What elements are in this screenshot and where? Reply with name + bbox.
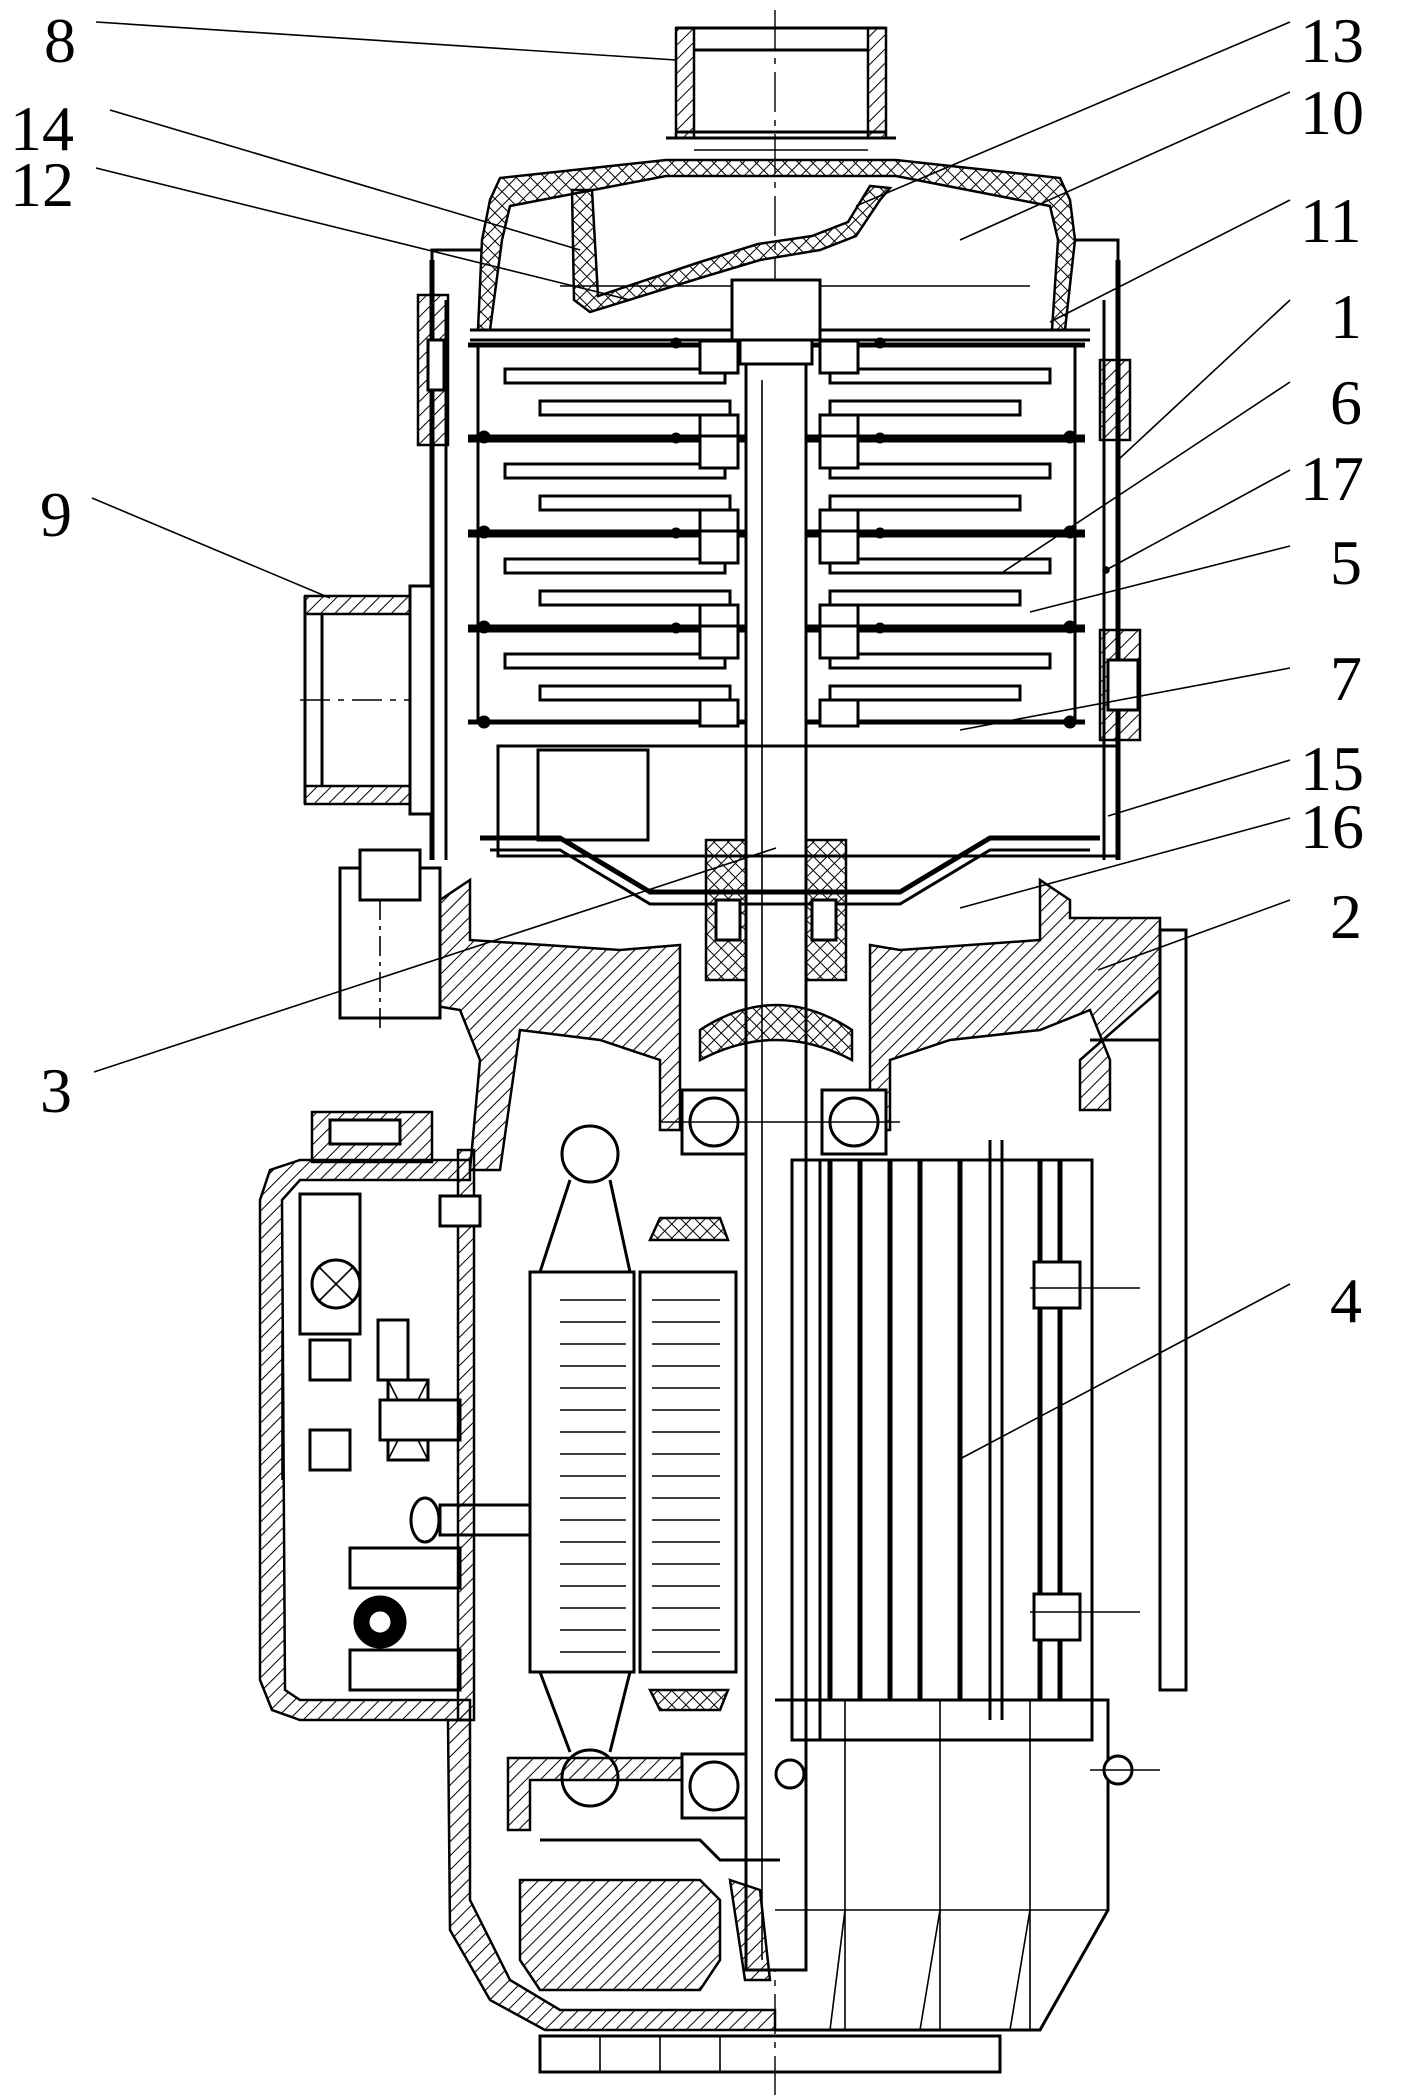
leader-16 — [959, 817, 1291, 909]
leader-15 — [1107, 759, 1291, 817]
label-17: 17 — [1300, 443, 1364, 514]
leader-3 — [93, 847, 777, 1073]
leader-4 — [957, 1283, 1291, 1461]
leader-2 — [1097, 899, 1291, 971]
label-3: 3 — [40, 1055, 72, 1126]
label-13: 13 — [1300, 5, 1364, 76]
leader-12 — [95, 167, 631, 301]
label-4: 4 — [1330, 1265, 1362, 1336]
label-8: 8 — [44, 5, 76, 76]
pump-shaft — [730, 278, 822, 1972]
label-10: 10 — [1300, 77, 1364, 148]
inlet-nozzle — [300, 584, 440, 816]
motor-housing — [446, 1698, 1160, 2074]
label-11: 11 — [1300, 185, 1362, 256]
leader-6 — [999, 381, 1291, 575]
leader-5 — [1029, 545, 1291, 613]
leader-14 — [109, 109, 581, 251]
label-1: 1 — [1330, 281, 1362, 352]
outlet-nozzle — [666, 26, 896, 151]
label-16: 16 — [1300, 791, 1364, 862]
label-7: 7 — [1330, 643, 1362, 714]
label-6: 6 — [1330, 367, 1362, 438]
label-14: 14 — [10, 93, 74, 164]
label-5: 5 — [1330, 527, 1362, 598]
leader-7 — [959, 667, 1291, 731]
terminal-box — [258, 1110, 532, 1722]
leader-8 — [95, 21, 677, 61]
part-labels: 8 14 12 13 10 11 1 6 17 5 9 7 15 16 2 3 … — [10, 5, 1364, 1336]
leader-11 — [1049, 199, 1291, 323]
leader-13 — [855, 21, 1291, 207]
motor-stator — [528, 1124, 1140, 1808]
label-12: 12 — [10, 149, 74, 220]
leader-10 — [959, 91, 1291, 241]
motor-bracket — [338, 848, 1188, 1692]
leader-9 — [91, 497, 331, 599]
upper-bearing — [660, 1088, 900, 1156]
label-9: 9 — [40, 479, 72, 550]
mechanical-seal — [698, 838, 854, 1063]
leader-17 — [1105, 469, 1291, 571]
leader-lines — [91, 21, 1291, 1461]
leader-1 — [1117, 299, 1291, 461]
label-2: 2 — [1330, 881, 1362, 952]
label-15: 15 — [1300, 733, 1364, 804]
